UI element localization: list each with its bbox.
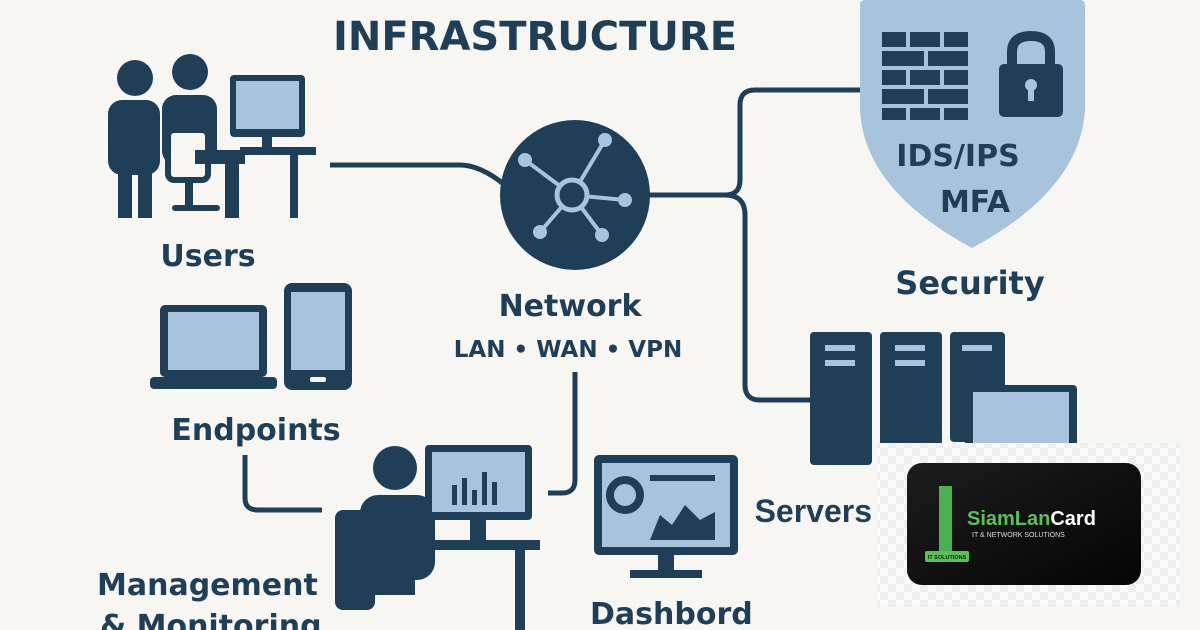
dashboard-monitor-icon [594,455,738,578]
shield-mfa: MFA [940,185,1011,220]
lock-icon [999,30,1063,117]
shield-firewall-lock-icon: IDS/IPS MFA [860,0,1085,248]
network-hub-icon [500,120,650,270]
monitoring-label: & Monitoring [100,609,322,630]
network-protocols: LAN • WAN • VPN [454,337,682,363]
security-label: Security [895,264,1045,302]
shield-ids-ips: IDS/IPS [896,139,1019,174]
connector-users-network [330,162,507,187]
operator-monitor-icon [335,445,540,630]
server-rack-icon [810,332,1077,465]
siamlancard-logo: IT SOLUTIONS SiamLanCard IT & NETWORK SO… [877,443,1180,607]
connector-network-servers [724,192,812,403]
users-workstation-icon [108,54,316,218]
svg-text:SiamLanCard: SiamLanCard [967,508,1096,530]
logo-name-part1: SiamLan [967,508,1050,530]
connectors [242,87,860,513]
logo-name-part2: Card [1050,508,1096,530]
users-label: Users [160,239,255,274]
logo-badge: IT SOLUTIONS [928,555,967,561]
connector-network-management [548,372,578,496]
connector-endpoints-management [242,455,322,513]
laptop-tablet-icon [150,283,352,390]
firewall-icon [882,32,968,120]
logo-tagline: IT & NETWORK SOLUTIONS [972,532,1065,539]
management-label: Management [97,568,318,603]
endpoints-label: Endpoints [171,413,340,448]
diagram-title: INFRASTRUCTURE [333,14,737,60]
dashboard-label: Dashbord [590,597,753,630]
servers-label: Servers [755,493,872,529]
network-label: Network [499,289,643,324]
